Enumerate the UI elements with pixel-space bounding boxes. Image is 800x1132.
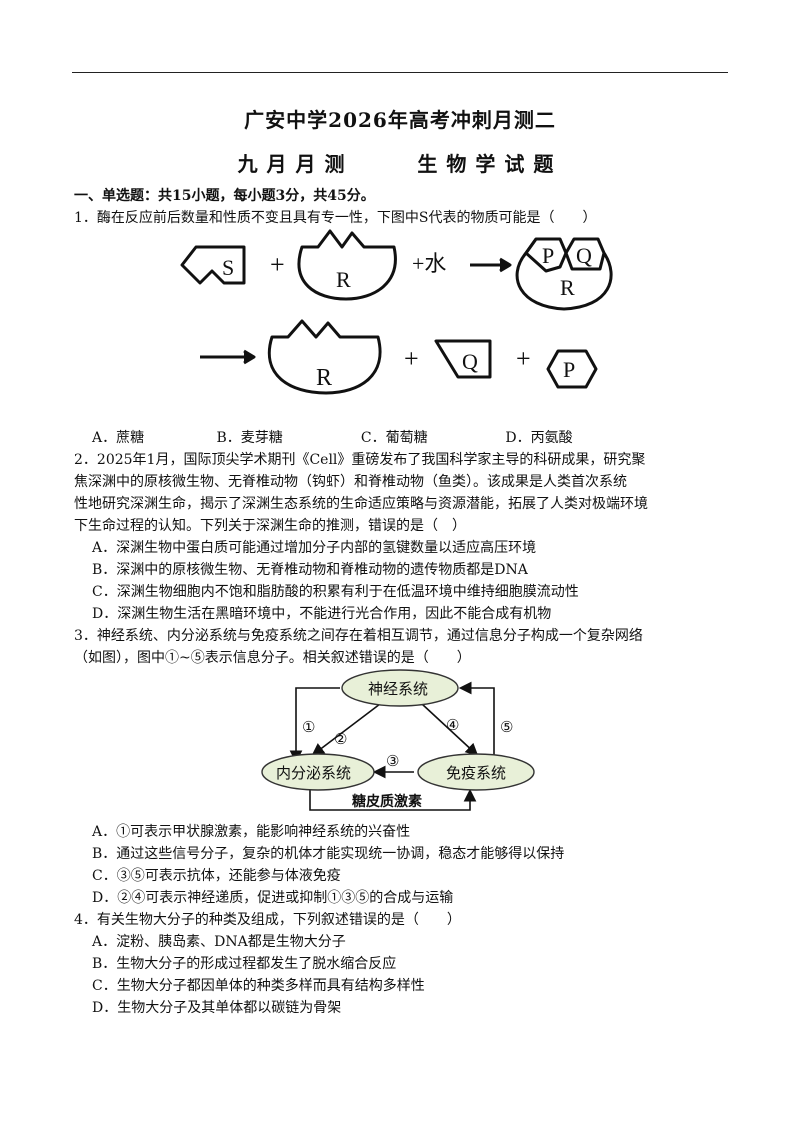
q4-option-d[interactable]: D．生物大分子及其单体都以碳链为骨架 <box>92 1000 342 1016</box>
product-q-shape <box>434 339 492 379</box>
label-r-2: R <box>316 365 332 391</box>
plus-water: +水 <box>412 251 446 276</box>
q1-option-d[interactable]: D．丙氨酸 <box>505 430 573 446</box>
label-3: ③ <box>386 754 399 770</box>
label-r-complex: R <box>560 275 575 300</box>
q2-option-d[interactable]: D．深渊生物生活在黑暗环境中，不能进行光合作用，因此不能合成有机物 <box>92 606 552 622</box>
substrate-s-shape <box>180 245 246 285</box>
product-p-shape <box>546 349 598 389</box>
enzyme-r-shape-2 <box>267 319 382 395</box>
plus-1: + <box>270 250 285 279</box>
label-1: ① <box>302 720 315 736</box>
plus-3: + <box>516 344 531 373</box>
q4-option-c[interactable]: C．生物大分子都因单体的种类多样而具有结构多样性 <box>92 978 425 994</box>
q2-option-b[interactable]: B．深渊中的原核微生物、无脊椎动物和脊椎动物的遗传物质都是DNA <box>92 562 528 578</box>
endocrine-system-label: 内分泌系统 <box>276 765 351 782</box>
immune-system-ellipse <box>417 753 535 791</box>
q1-options: A．蔗糖 B．麦芽糖 C．葡萄糖 D．丙氨酸 <box>92 428 573 448</box>
exam-subtitle: 九月月测 生物学试题 <box>237 152 563 176</box>
q1-option-b[interactable]: B．麦芽糖 <box>216 430 283 446</box>
q2-line-4: 下生命过程的认知。下列关于深渊生命的推测，错误的是（ ） <box>74 518 466 534</box>
q2-option-c[interactable]: C．深渊生物细胞内不饱和脂肪酸的积累有利于在低温环境中维持细胞膜流动性 <box>92 584 579 600</box>
q1-option-c[interactable]: C．葡萄糖 <box>360 430 428 446</box>
q1-option-a[interactable]: A．蔗糖 <box>92 430 145 446</box>
q3-option-b[interactable]: B．通过这些信号分子，复杂的机体才能实现统一协调，稳态才能够得以保持 <box>92 846 565 862</box>
label-5: ⑤ <box>500 720 513 736</box>
q4-stem: 4．有关生物大分子的种类及组成，下列叙述错误的是（ ） <box>74 912 461 928</box>
q3-line-2: （如图），图中①~⑤表示信息分子。相关叙述错误的是（ ） <box>74 650 471 666</box>
q3-option-c[interactable]: C．③⑤可表示抗体，还能参与体液免疫 <box>92 868 341 884</box>
label-q: Q <box>462 349 478 374</box>
q2-line-2: 焦深渊中的原核微生物、无脊椎动物（钩虾）和脊椎动物（鱼类）。该成果是人类首次系统 <box>74 474 627 490</box>
nervous-system-ellipse <box>341 669 459 707</box>
exam-title: 广安中学2026年高考冲刺月测二 <box>244 108 556 132</box>
immune-system-label: 免疫系统 <box>446 765 506 782</box>
plus-2: + <box>404 344 419 373</box>
label-2: ② <box>334 732 347 748</box>
q3-option-d[interactable]: D．②④可表示神经递质，促进或抑制①③⑤的合成与运输 <box>92 890 454 906</box>
q2-line-1: 2．2025年1月，国际顶尖学术期刊《Cell》重磅发布了我国科学家主导的科研成… <box>74 452 646 468</box>
q3-option-a[interactable]: A．①可表示甲状腺激素，能影响神经系统的兴奋性 <box>92 824 411 840</box>
q3-regulation-diagram: 神经系统 内分泌系统 免疫系统 糖皮质激素 ① ② ③ ④ ⑤ <box>261 669 535 811</box>
complex-shape <box>515 237 613 311</box>
q2-line-3: 性地研究深渊生命，揭示了深渊生态系统的生命适应策略与资源潜能，拓展了人类对极端环… <box>74 496 648 512</box>
nervous-system-label: 神经系统 <box>368 681 428 698</box>
q3-line-1: 3．神经系统、内分泌系统与免疫系统之间存在着相互调节，通过信息分子构成一个复杂网… <box>74 628 643 644</box>
label-q-complex: Q <box>576 243 592 268</box>
label-4: ④ <box>446 718 459 734</box>
enzyme-r-shape <box>297 229 397 301</box>
q2-option-a[interactable]: A．深渊生物中蛋白质可能通过增加分子内部的氢键数量以适应高压环境 <box>92 540 537 556</box>
q1-enzyme-diagram: S R + +水 P Q R R + Q + P <box>180 229 613 395</box>
label-s: S <box>222 255 234 280</box>
q4-option-b[interactable]: B．生物大分子的形成过程都发生了脱水缩合反应 <box>92 956 397 972</box>
q1-stem: 1．酶在反应前后数量和性质不变且具有专一性，下图中S代表的物质可能是（ ） <box>74 210 597 226</box>
section-heading: 一、单选题：共15小题，每小题3分，共45分。 <box>74 188 375 204</box>
top-rule <box>72 72 728 73</box>
q4-option-a[interactable]: A．淀粉、胰岛素、DNA都是生物大分子 <box>92 934 346 950</box>
label-p-complex: P <box>542 243 554 268</box>
endocrine-system-ellipse <box>261 753 375 791</box>
label-r: R <box>336 267 351 292</box>
hormone-label: 糖皮质激素 <box>352 793 422 810</box>
label-p: P <box>563 357 575 382</box>
